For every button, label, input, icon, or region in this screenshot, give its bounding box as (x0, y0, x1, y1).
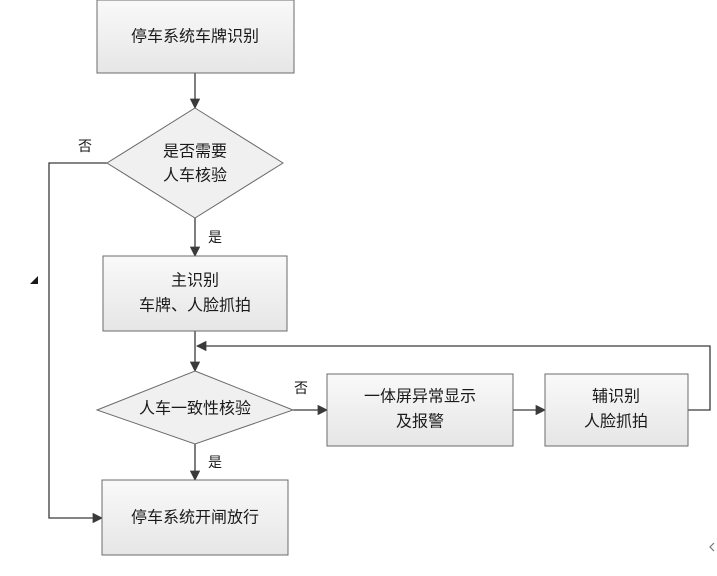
node-primary-recognition-line1: 主识别 (171, 271, 219, 290)
edge-label-no-2: 否 (294, 381, 308, 397)
node-secondary-recognition-line2: 人脸抓拍 (584, 412, 648, 431)
edge-decision-no (48, 162, 107, 524)
node-plate-recognition-label: 停车系统车牌识别 (131, 27, 259, 46)
decision-need-check-line2: 人车核验 (163, 166, 227, 185)
node-display-alarm-line2: 及报警 (396, 412, 444, 431)
node-display-alarm-line1: 一体屏异常显示 (364, 387, 476, 406)
corner-chevron-mark (709, 542, 715, 552)
node-open-gate: 停车系统开闸放行 (101, 479, 289, 556)
decision-consistency-check: 人车一致性核验 (95, 370, 295, 445)
node-secondary-recognition: 辅识别 人脸抓拍 (544, 373, 689, 447)
node-display-alarm: 一体屏异常显示 及报警 (326, 373, 514, 447)
edge-label-yes-1: 是 (208, 230, 222, 246)
decision-need-check-line1: 是否需要 (163, 142, 227, 161)
node-primary-recognition-line2: 车牌、人脸抓拍 (139, 296, 251, 315)
node-plate-recognition: 停车系统车牌识别 (96, 0, 295, 74)
edge-label-no-1: 否 (78, 139, 92, 155)
node-open-gate-label: 停车系统开闸放行 (131, 508, 259, 527)
decision-need-check: 是否需要 人车核验 (106, 107, 284, 219)
decision-consistency-check-label: 人车一致性核验 (139, 399, 251, 418)
node-primary-recognition: 主识别 车牌、人脸抓拍 (102, 255, 288, 332)
node-secondary-recognition-line1: 辅识别 (592, 387, 640, 406)
edge-label-yes-2: 是 (208, 455, 222, 471)
corner-triangle-mark (30, 276, 38, 284)
edge-secondary-loop-back (195, 340, 711, 411)
